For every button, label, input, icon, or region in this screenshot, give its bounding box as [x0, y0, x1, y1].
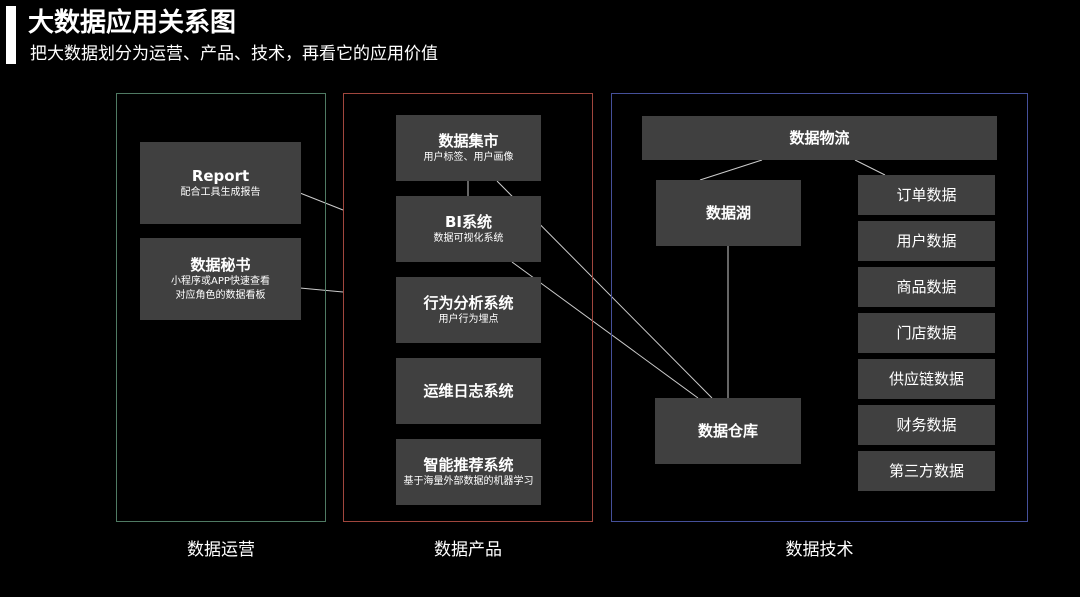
- bi-system-desc: 数据可视化系统: [433, 233, 504, 244]
- recommendation-box: 智能推荐系统 基于海量外部数据的机器学习: [396, 439, 541, 505]
- report-title: Report: [191, 167, 250, 185]
- ops-log-title: 运维日志系统: [423, 382, 514, 400]
- source-product-label: 商品数据: [896, 278, 957, 296]
- data-logistics-title: 数据物流: [789, 129, 850, 147]
- recommendation-desc: 基于海量外部数据的机器学习: [403, 476, 534, 487]
- connector-bi-to-warehouse: [511, 261, 699, 399]
- data-mart-box: 数据集市 用户标签、用户画像: [396, 115, 541, 181]
- source-finance-label: 财务数据: [896, 416, 957, 434]
- source-product-box: 商品数据: [858, 267, 995, 307]
- ops-log-box: 运维日志系统: [396, 358, 541, 424]
- tech-section: [611, 93, 1028, 522]
- behavior-analysis-title: 行为分析系统: [423, 294, 514, 312]
- source-store-box: 门店数据: [858, 313, 995, 353]
- connector-logistics-to-sources: [854, 159, 886, 176]
- report-box: Report 配合工具生成报告: [140, 142, 301, 224]
- source-supply-chain-label: 供应链数据: [888, 370, 964, 388]
- data-secretary-box: 数据秘书 小程序或APP快速查看 对应角色的数据看板: [140, 238, 301, 320]
- source-order-label: 订单数据: [896, 186, 957, 204]
- data-warehouse-box: 数据仓库: [655, 398, 801, 464]
- connector-secretary-to-product: [299, 287, 344, 293]
- data-secretary-title: 数据秘书: [190, 256, 251, 274]
- source-user-box: 用户数据: [858, 221, 995, 261]
- tech-section-label: 数据技术: [785, 540, 854, 560]
- source-finance-box: 财务数据: [858, 405, 995, 445]
- page-title: 大数据应用关系图: [28, 8, 237, 38]
- connector-logistics-to-lake: [699, 159, 763, 181]
- data-warehouse-title: 数据仓库: [697, 422, 758, 440]
- title-accent-bar: [6, 6, 16, 64]
- data-lake-title: 数据湖: [705, 204, 751, 222]
- bi-system-title: BI系统: [444, 213, 492, 231]
- source-user-label: 用户数据: [896, 232, 957, 250]
- product-section-label: 数据产品: [434, 540, 502, 560]
- source-store-label: 门店数据: [896, 324, 957, 342]
- source-supply-chain-box: 供应链数据: [858, 359, 995, 399]
- data-mart-title: 数据集市: [438, 132, 499, 150]
- operations-section: [116, 93, 326, 522]
- page-subtitle: 把大数据划分为运营、产品、技术，再看它的应用价值: [30, 44, 438, 64]
- data-secretary-desc-line1: 小程序或APP快速查看: [171, 276, 270, 287]
- recommendation-title: 智能推荐系统: [423, 456, 514, 474]
- bi-system-box: BI系统 数据可视化系统: [396, 196, 541, 262]
- data-secretary-desc-line2: 对应角色的数据看板: [175, 290, 266, 301]
- report-desc: 配合工具生成报告: [180, 187, 261, 198]
- source-third-party-box: 第三方数据: [858, 451, 995, 491]
- behavior-analysis-desc: 用户行为埋点: [438, 314, 499, 325]
- operations-section-label: 数据运营: [187, 540, 255, 560]
- data-logistics-box: 数据物流: [642, 116, 997, 160]
- behavior-analysis-box: 行为分析系统 用户行为埋点: [396, 277, 541, 343]
- source-third-party-label: 第三方数据: [888, 462, 964, 480]
- data-mart-desc: 用户标签、用户画像: [423, 152, 514, 163]
- data-lake-box: 数据湖: [656, 180, 801, 246]
- product-section: [343, 93, 593, 522]
- connector-report-to-product: [299, 192, 344, 211]
- source-order-box: 订单数据: [858, 175, 995, 215]
